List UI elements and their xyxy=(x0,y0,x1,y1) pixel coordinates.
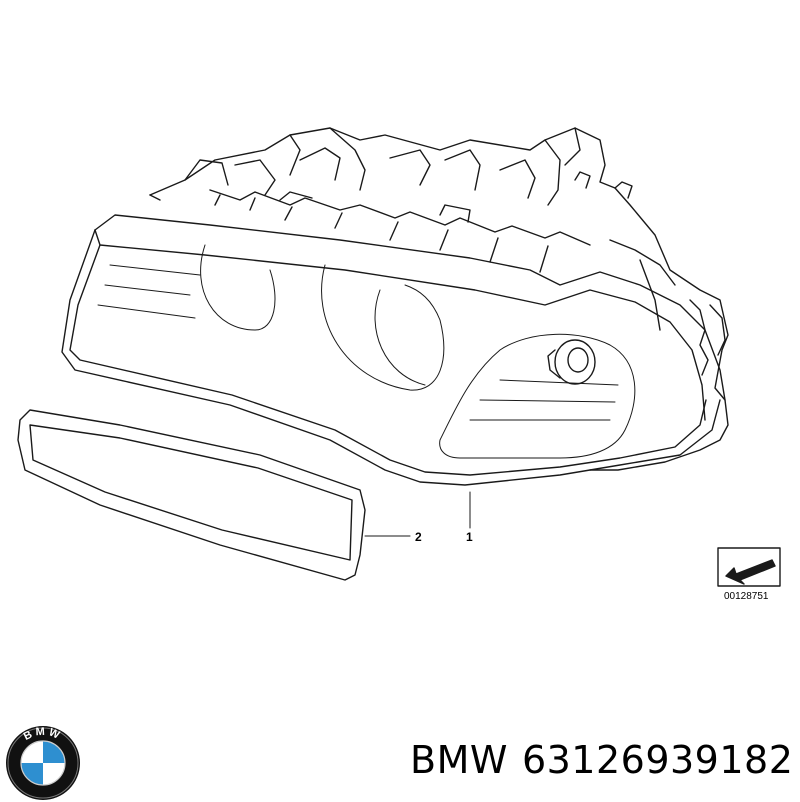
reference-code: 00128751 xyxy=(724,591,769,602)
part-caption: BMW 63126939182 xyxy=(410,734,795,786)
callout-label-1: 1 xyxy=(466,530,473,544)
indicator-bulb xyxy=(547,339,596,385)
brand-name: BMW xyxy=(410,738,508,782)
orientation-arrow-icon xyxy=(717,547,781,587)
bmw-logo-icon: BMW xyxy=(6,726,80,800)
trim-strip-part xyxy=(17,409,366,581)
headlight-bezel xyxy=(94,214,726,421)
svg-text:BMW: BMW xyxy=(22,726,64,743)
callout-label-2: 2 xyxy=(415,530,422,544)
headlight-lens xyxy=(61,229,721,486)
headlight-rear-housing xyxy=(149,127,729,471)
lens-inner-details xyxy=(97,244,636,459)
part-number: 63126939182 xyxy=(521,738,794,782)
